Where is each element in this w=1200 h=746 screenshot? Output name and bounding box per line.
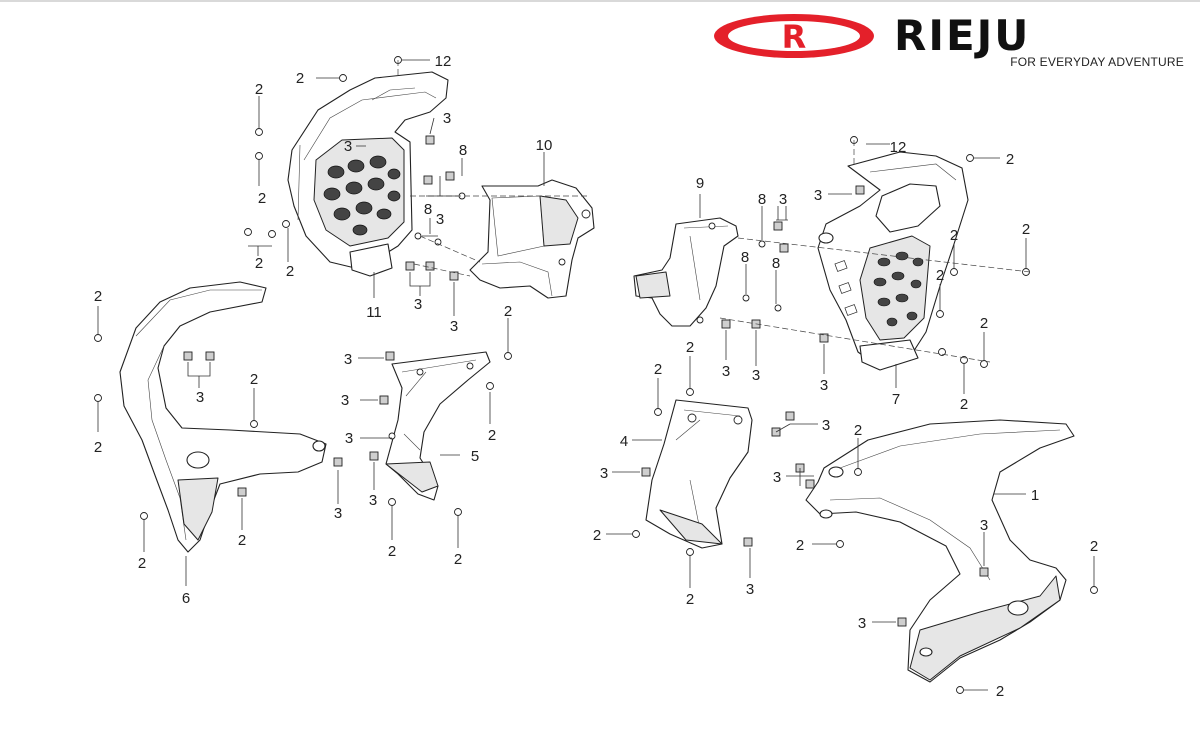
callout-8: 8 bbox=[459, 142, 467, 159]
brand-name: RIEJU bbox=[894, 11, 1031, 60]
callout-3: 3 bbox=[443, 110, 451, 127]
callout-2: 2 bbox=[488, 427, 496, 444]
callout-3: 3 bbox=[822, 417, 830, 434]
callout-2: 2 bbox=[854, 422, 862, 439]
callout-3: 3 bbox=[414, 296, 422, 313]
right-headlight-bracket-part bbox=[633, 217, 739, 327]
callout-2: 2 bbox=[94, 288, 102, 305]
callout-4: 4 bbox=[620, 433, 628, 450]
right-side-cowl-part bbox=[805, 419, 1075, 683]
callout-3: 3 bbox=[450, 318, 458, 335]
left-headlight-bracket-part bbox=[469, 179, 595, 299]
right-front-frame-part bbox=[817, 151, 969, 371]
callout-3: 3 bbox=[196, 389, 204, 406]
callout-11: 11 bbox=[366, 304, 382, 321]
callout-5: 5 bbox=[471, 448, 479, 465]
callout-3: 3 bbox=[814, 187, 822, 204]
callout-3: 3 bbox=[858, 615, 866, 632]
callout-2: 2 bbox=[936, 267, 944, 284]
callout-2: 2 bbox=[996, 683, 1004, 700]
callout-12: 12 bbox=[435, 53, 452, 70]
callout-8: 8 bbox=[758, 191, 766, 208]
callout-2: 2 bbox=[960, 396, 968, 413]
callout-2: 2 bbox=[593, 527, 601, 544]
callout-2: 2 bbox=[286, 263, 294, 280]
callout-2: 2 bbox=[454, 551, 462, 568]
leader-lines bbox=[97, 59, 1095, 691]
callout-2: 2 bbox=[388, 543, 396, 560]
callout-3: 3 bbox=[779, 191, 787, 208]
brand-tagline: FOR EVERYDAY ADVENTURE bbox=[1010, 55, 1184, 69]
callout-2: 2 bbox=[94, 439, 102, 456]
callout-2: 2 bbox=[250, 371, 258, 388]
callout-2: 2 bbox=[654, 361, 662, 378]
callout-10: 10 bbox=[536, 137, 553, 154]
callout-2: 2 bbox=[686, 591, 694, 608]
callout-3: 3 bbox=[980, 517, 988, 534]
callout-3: 3 bbox=[369, 492, 377, 509]
callout-9: 9 bbox=[696, 175, 704, 192]
left-inner-panel-part bbox=[385, 351, 491, 501]
callout-3: 3 bbox=[334, 505, 342, 522]
callout-8: 8 bbox=[741, 249, 749, 266]
top-border bbox=[0, 0, 1200, 2]
callout-2: 2 bbox=[138, 555, 146, 572]
callout-2: 2 bbox=[796, 537, 804, 554]
rieju-logo-icon: R bbox=[714, 14, 874, 58]
callout-3: 3 bbox=[345, 430, 353, 447]
callout-3: 3 bbox=[722, 363, 730, 380]
callout-2: 2 bbox=[950, 227, 958, 244]
callout-3: 3 bbox=[436, 211, 444, 228]
callout-8: 8 bbox=[772, 255, 780, 272]
right-inner-panel-part bbox=[645, 399, 753, 549]
callout-2: 2 bbox=[980, 315, 988, 332]
left-side-cowl-part bbox=[119, 281, 327, 553]
callout-3: 3 bbox=[341, 392, 349, 409]
callout-6: 6 bbox=[182, 590, 190, 607]
callout-3: 3 bbox=[344, 138, 352, 155]
callout-2: 2 bbox=[686, 339, 694, 356]
callout-2: 2 bbox=[1090, 538, 1098, 555]
callout-3: 3 bbox=[344, 351, 352, 368]
callout-2: 2 bbox=[1006, 151, 1014, 168]
left-front-frame-part bbox=[287, 71, 449, 277]
callout-3: 2 bbox=[238, 532, 246, 549]
callout-2: 2 bbox=[296, 70, 304, 87]
callout-2: 2 bbox=[504, 303, 512, 320]
callout-3: 3 bbox=[746, 581, 754, 598]
callout-3: 3 bbox=[752, 367, 760, 384]
callout-2: 2 bbox=[255, 255, 263, 272]
fasteners bbox=[94, 56, 1098, 694]
callout-8: 8 bbox=[424, 201, 432, 218]
logo-letter: R bbox=[782, 18, 807, 56]
callout-3: 3 bbox=[820, 377, 828, 394]
callout-labels: 2 12 2 3 3 8 10 2 8 3 2 2 11 3 3 2 2 3 2… bbox=[94, 53, 1098, 700]
callout-1: 1 bbox=[1031, 487, 1039, 504]
callout-2: 2 bbox=[255, 81, 263, 98]
callout-7: 7 bbox=[892, 391, 900, 408]
callout-2: 2 bbox=[258, 190, 266, 207]
callout-3: 3 bbox=[600, 465, 608, 482]
callout-12: 12 bbox=[890, 139, 907, 156]
callout-2: 2 bbox=[1022, 221, 1030, 238]
callout-3: 3 bbox=[773, 469, 781, 486]
brand-header: R RIEJU FOR EVERYDAY ADVENTURE bbox=[712, 11, 1192, 72]
